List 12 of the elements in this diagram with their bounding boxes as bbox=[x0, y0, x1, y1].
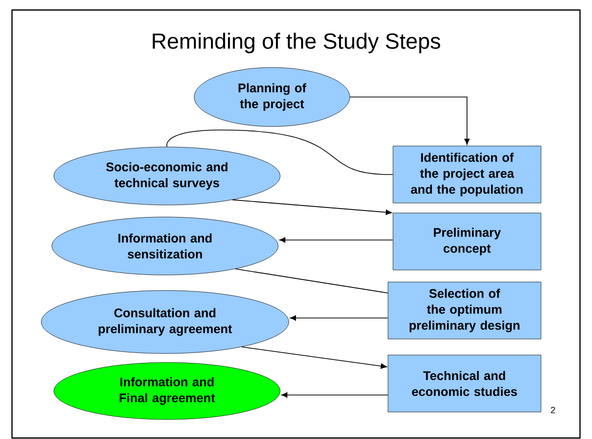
arrow bbox=[350, 96, 470, 145]
step-box: Technical and economic studies bbox=[388, 354, 542, 412]
arrow bbox=[232, 199, 392, 215]
arrow bbox=[279, 237, 394, 243]
step-box: Identification of the project area and the population bbox=[392, 146, 542, 204]
arrow bbox=[241, 346, 387, 369]
title: Reminding of the Study Steps bbox=[152, 32, 440, 54]
arrow bbox=[281, 392, 388, 398]
arrow bbox=[290, 315, 388, 321]
step-box: Selection of the optimum preliminary design bbox=[388, 282, 542, 340]
step-box: Preliminary concept bbox=[392, 212, 542, 270]
page-number: 2 bbox=[550, 406, 556, 414]
